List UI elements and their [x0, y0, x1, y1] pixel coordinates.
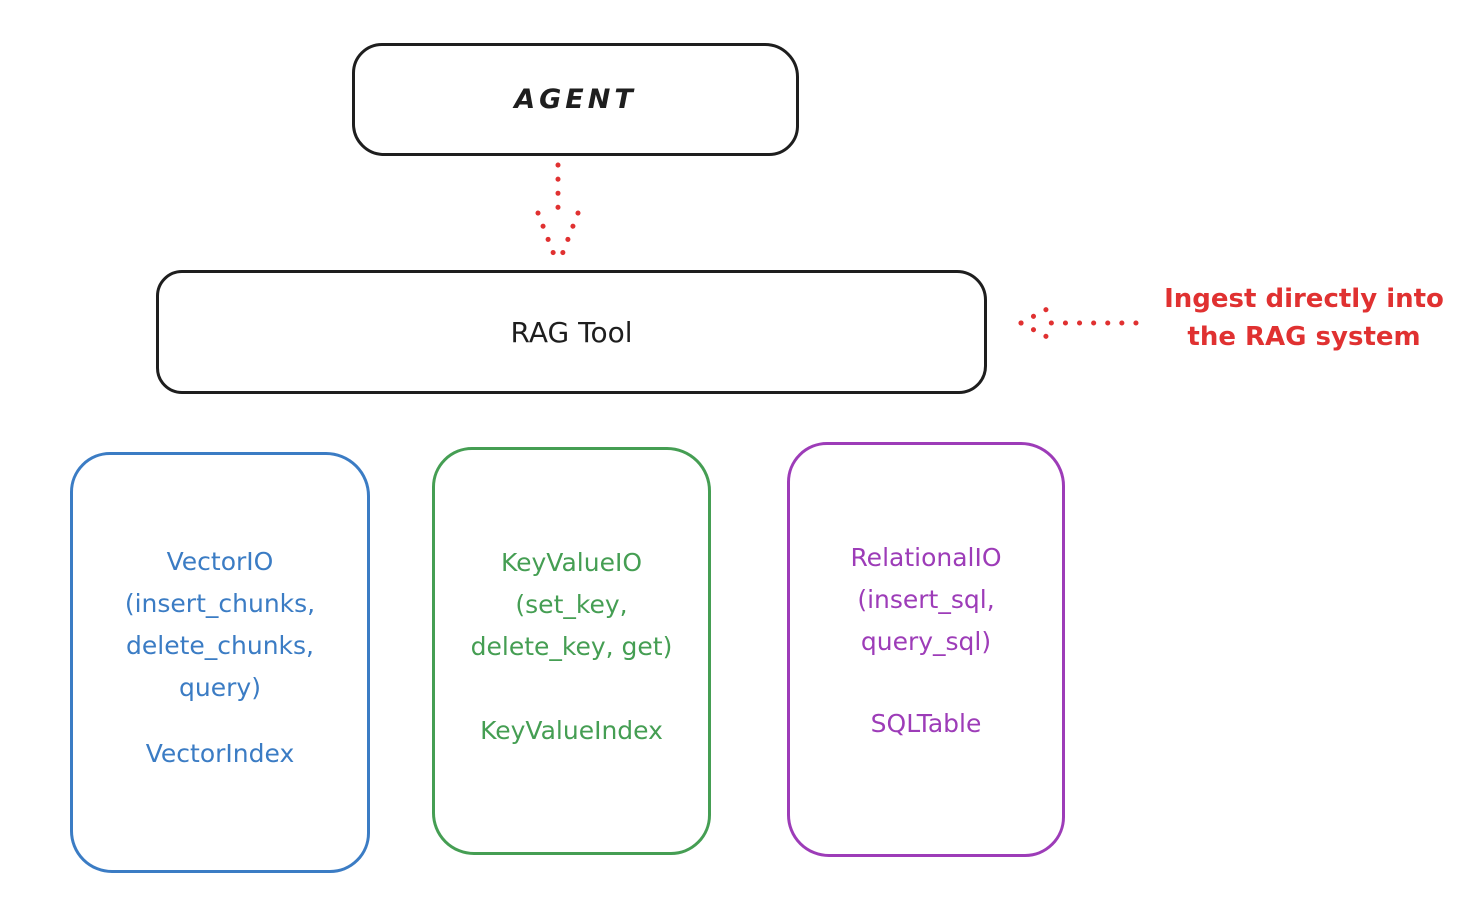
vector-io-index: VectorIndex — [145, 739, 295, 768]
agent-to-ragtool-arrow-icon — [535, 162, 581, 263]
node-rag-tool: RAG Tool — [156, 270, 987, 394]
relational-io-index: SQLTable — [870, 709, 982, 738]
key-value-io-title: KeyValueIO (set_key, delete_key, get) — [470, 548, 673, 661]
arrow-head-top — [1018, 304, 1054, 326]
arrow-head-left — [535, 210, 559, 263]
vector-io-title: VectorIO (insert_chunks, delete_chunks, … — [124, 547, 316, 702]
relational-io-title: RelationalIO (insert_sql, query_sql) — [850, 543, 1002, 656]
node-key-value-io: KeyValueIO (set_key, delete_key, get) Ke… — [432, 447, 711, 855]
ingest-annotation: Ingest directly into the RAG system — [1164, 284, 1444, 352]
arrow-left-strokes — [1018, 304, 1139, 342]
key-value-io-index: KeyValueIndex — [480, 716, 663, 745]
rag-tool-label: RAG Tool — [510, 315, 633, 349]
arrow-down-strokes — [535, 162, 581, 263]
node-vector-io: VectorIO (insert_chunks, delete_chunks, … — [70, 452, 370, 873]
agent-label: AGENT — [514, 84, 637, 115]
arrow-head-bottom — [1018, 320, 1054, 342]
arrow-head-right — [557, 210, 581, 263]
ingest-annotation-arrow-icon — [1018, 304, 1139, 342]
node-relational-io: RelationalIO (insert_sql, query_sql) SQL… — [787, 442, 1065, 857]
node-agent: AGENT — [352, 43, 799, 156]
